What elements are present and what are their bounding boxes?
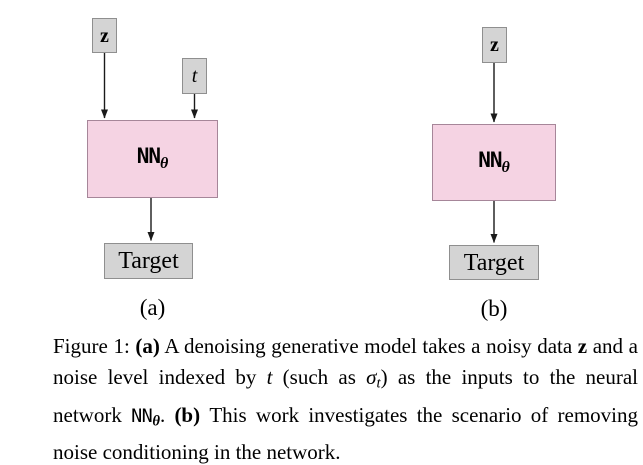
caption-segment: (such as (272, 365, 367, 389)
caption-segment: z (577, 334, 588, 358)
figure-caption: Figure 1: (a) A denoising generative mod… (53, 331, 638, 465)
nn-b-theta-subscript: θ (501, 158, 510, 176)
node-target-a: Target (104, 243, 193, 279)
caption-segment: (b) (174, 402, 201, 427)
caption-segment: θ (152, 413, 160, 430)
caption-segment: NN (131, 405, 153, 427)
node-nn-b: NNθ (432, 124, 556, 201)
caption-segment: This work investigates the scenario of r… (53, 402, 639, 465)
caption-segment: σ (366, 365, 377, 389)
node-t-a: t (182, 58, 207, 94)
node-z-b: z (482, 27, 507, 63)
node-nn-a: NNθ (87, 120, 218, 198)
node-target-b-label: Target (463, 249, 525, 276)
panel-label-b: (b) (480, 296, 508, 321)
caption-segment: Figure 1: (53, 334, 136, 358)
caption-segment: . (159, 402, 175, 427)
caption-segment: ) as the inputs to the neural network (53, 365, 639, 427)
nn-a-theta-subscript: θ (159, 155, 169, 172)
caption-segment: and a noise level indexed by (53, 334, 638, 389)
node-z-a-label: z (100, 24, 109, 47)
node-z-b-label: z (490, 34, 499, 56)
caption-segment: A denoising generative model takes a noi… (159, 334, 578, 358)
caption-segment: (a) (135, 334, 160, 358)
caption-segment: t (376, 375, 381, 392)
node-t-a-label: t (191, 65, 198, 87)
node-nn-a-label: NNθ (136, 144, 169, 172)
node-target-a-label: Target (118, 248, 179, 274)
node-z-a: z (92, 18, 117, 53)
node-nn-b-label: NNθ (478, 147, 510, 176)
caption-segment: t (266, 365, 273, 389)
node-target-b: Target (449, 245, 539, 280)
panel-label-a: (a) (139, 295, 166, 320)
